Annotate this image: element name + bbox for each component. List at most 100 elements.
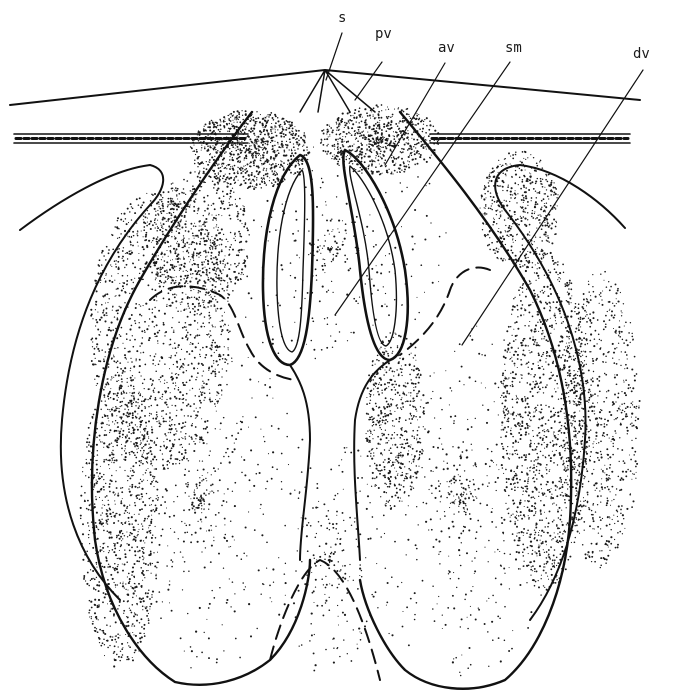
stipple-dot [134,612,135,613]
stipple-dot [560,519,562,521]
stipple-dot [232,120,233,121]
stipple-dot [392,160,394,162]
stipple-dot [140,450,141,451]
stipple-dot [158,379,159,380]
stipple-dot [114,316,115,317]
stipple-dot [519,503,521,505]
stipple-dot [154,326,155,327]
stipple-dot [155,507,157,509]
stipple-dot [536,539,538,541]
stipple-dot [162,274,163,275]
stipple-dot [238,116,240,118]
stipple-dot [337,152,339,154]
stipple-dot [116,226,118,228]
stipple-dot [127,275,128,276]
stipple-dot [377,113,379,115]
stipple-dot [329,134,330,135]
stipple-dot [126,659,128,661]
stipple-dot [516,399,517,400]
stipple-dot [137,413,138,414]
stipple-dot [202,322,204,324]
stipple-dot [531,510,533,512]
stipple-dot [98,491,100,493]
stipple-dot [242,119,244,121]
stipple-dot [170,455,172,457]
stipple-dot [112,446,113,447]
stipple-dot [254,147,256,149]
stipple-dot [237,140,239,142]
stipple-dot [396,136,397,137]
stipple-dot [106,560,108,562]
stipple-dot [111,462,112,463]
stipple-dot [132,660,133,661]
stipple-dot [271,167,273,169]
stipple-dot [191,147,193,149]
stipple-dot [131,288,133,290]
stipple-dot [510,373,511,374]
stipple-dot [586,470,588,472]
stipple-dot [522,345,524,347]
stipple-dot [520,423,521,424]
stipple-dot [96,428,98,430]
stipple-dot [508,495,510,497]
stipple-dot [130,441,131,442]
stipple-dot [148,527,149,528]
stipple-dot [571,302,572,303]
stipple-dot [341,139,343,141]
stipple-dot [407,143,409,145]
stipple-dot [104,278,105,279]
stipple-dot [540,513,542,515]
stipple-dot [111,537,113,539]
stipple-dot [519,381,520,382]
stipple-dot [298,145,299,146]
stipple-dot [142,454,143,455]
stipple-dot [96,567,97,568]
stipple-dot [128,523,130,525]
stipple-dot [210,277,212,279]
stipple-dot [503,473,504,474]
stipple-dot [296,130,298,132]
stipple-dot [197,162,199,164]
stipple-dot [173,330,174,331]
stipple-dot [163,418,165,420]
stipple-dot [507,379,508,380]
stipple-dot [89,543,90,544]
stipple-dot [129,425,130,426]
stipple-dot [270,126,271,127]
stipple-dot [148,590,149,591]
stipple-dot [555,307,557,309]
stipple-dot [124,348,126,350]
stipple-dot [102,601,104,603]
stipple-dot [114,645,116,647]
stipple-dot [217,164,219,166]
stipple-dot [383,151,385,153]
stipple-dot [325,151,327,153]
stipple-dot [97,605,99,607]
stipple-dot [510,520,512,522]
stipple-dot [204,146,205,147]
stipple-dot [135,541,136,542]
stipple-dot [348,120,349,121]
stipple-dot [521,287,523,289]
stipple-dot [553,433,554,434]
stipple-dot [281,141,283,143]
stipple-dot [142,420,143,421]
stipple-dot [272,128,273,129]
stipple-dot [370,150,372,152]
stipple-dot [304,140,306,142]
stipple-dot [521,377,522,378]
stipple-dot [166,306,168,308]
stipple-dot [512,414,514,416]
stipple-dot [152,418,154,420]
stipple-dot [129,392,130,393]
stipple-dot [542,366,543,367]
stipple-dot [376,171,378,173]
stipple-dot [361,158,362,159]
stipple-dot [163,322,165,324]
stipple-dot [190,324,192,326]
stipple-dot [90,580,91,581]
stipple-dot [113,377,114,378]
stipple-dot [517,316,518,317]
stipple-dot [554,563,555,564]
stipple-dot [385,139,386,140]
